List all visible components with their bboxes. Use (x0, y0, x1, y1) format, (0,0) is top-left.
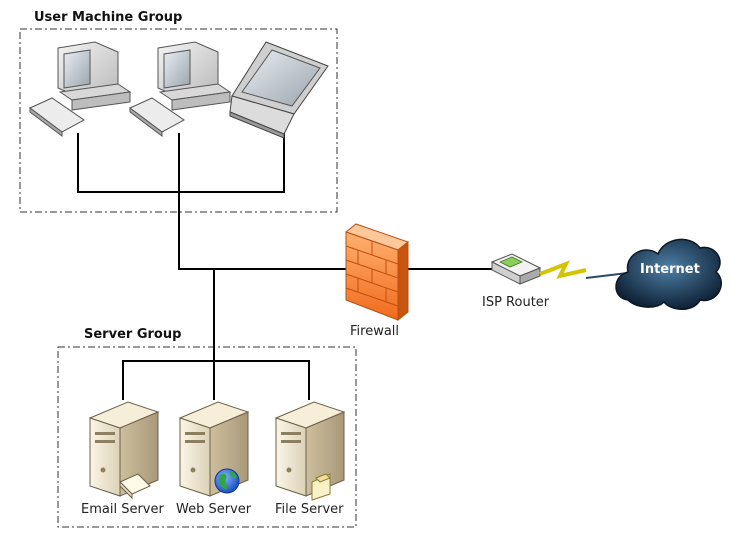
web-server-icon (178, 401, 250, 497)
server-group-label: Server Group (84, 327, 182, 342)
file-server-label: File Server (275, 502, 344, 517)
firewall-label: Firewall (350, 324, 400, 339)
laptop-icon (229, 41, 329, 139)
internet-cloud-icon (615, 238, 722, 310)
user-machine-group-label: User Machine Group (34, 10, 183, 25)
isp-router-label: ISP Router (482, 295, 550, 310)
internet-label: Internet (640, 262, 700, 277)
web-server-label: Web Server (176, 502, 252, 517)
desktop-pc-icon (29, 41, 132, 137)
server-group-box (57, 346, 357, 528)
network-links (77, 133, 492, 400)
email-server-icon (88, 401, 160, 500)
desktop-pc-icon (129, 41, 232, 137)
user-machine-group-box (19, 28, 338, 213)
file-server-icon (274, 401, 346, 501)
email-server-label: Email Server (81, 502, 164, 517)
router-icon (490, 253, 542, 285)
firewall-icon (344, 223, 410, 322)
